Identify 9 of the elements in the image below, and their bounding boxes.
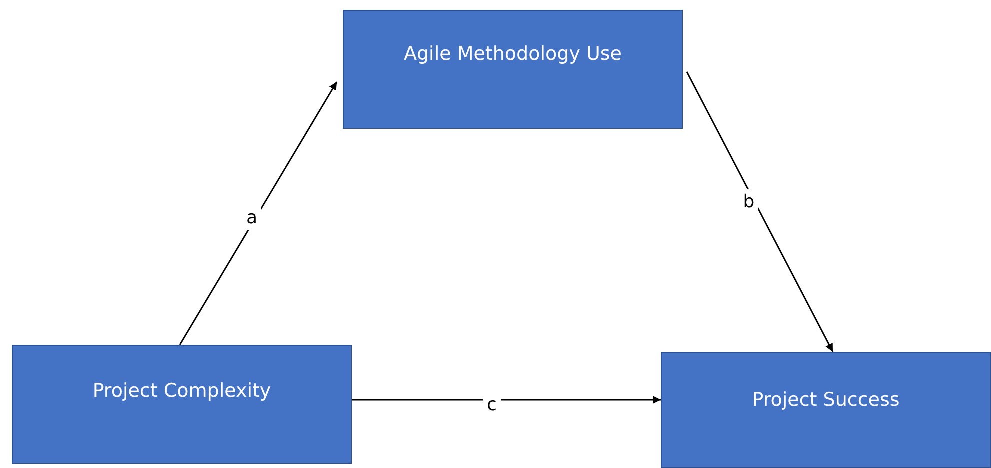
box-label: Agile Methodology Use — [404, 43, 622, 67]
process-box — [661, 352, 991, 468]
arrow — [686, 72, 834, 352]
arrow — [352, 396, 661, 404]
process-box — [12, 345, 352, 464]
box-label: Project Complexity — [92, 380, 272, 404]
process-box — [343, 10, 683, 129]
box-label: Project Success — [752, 389, 900, 413]
arrow — [179, 82, 338, 346]
